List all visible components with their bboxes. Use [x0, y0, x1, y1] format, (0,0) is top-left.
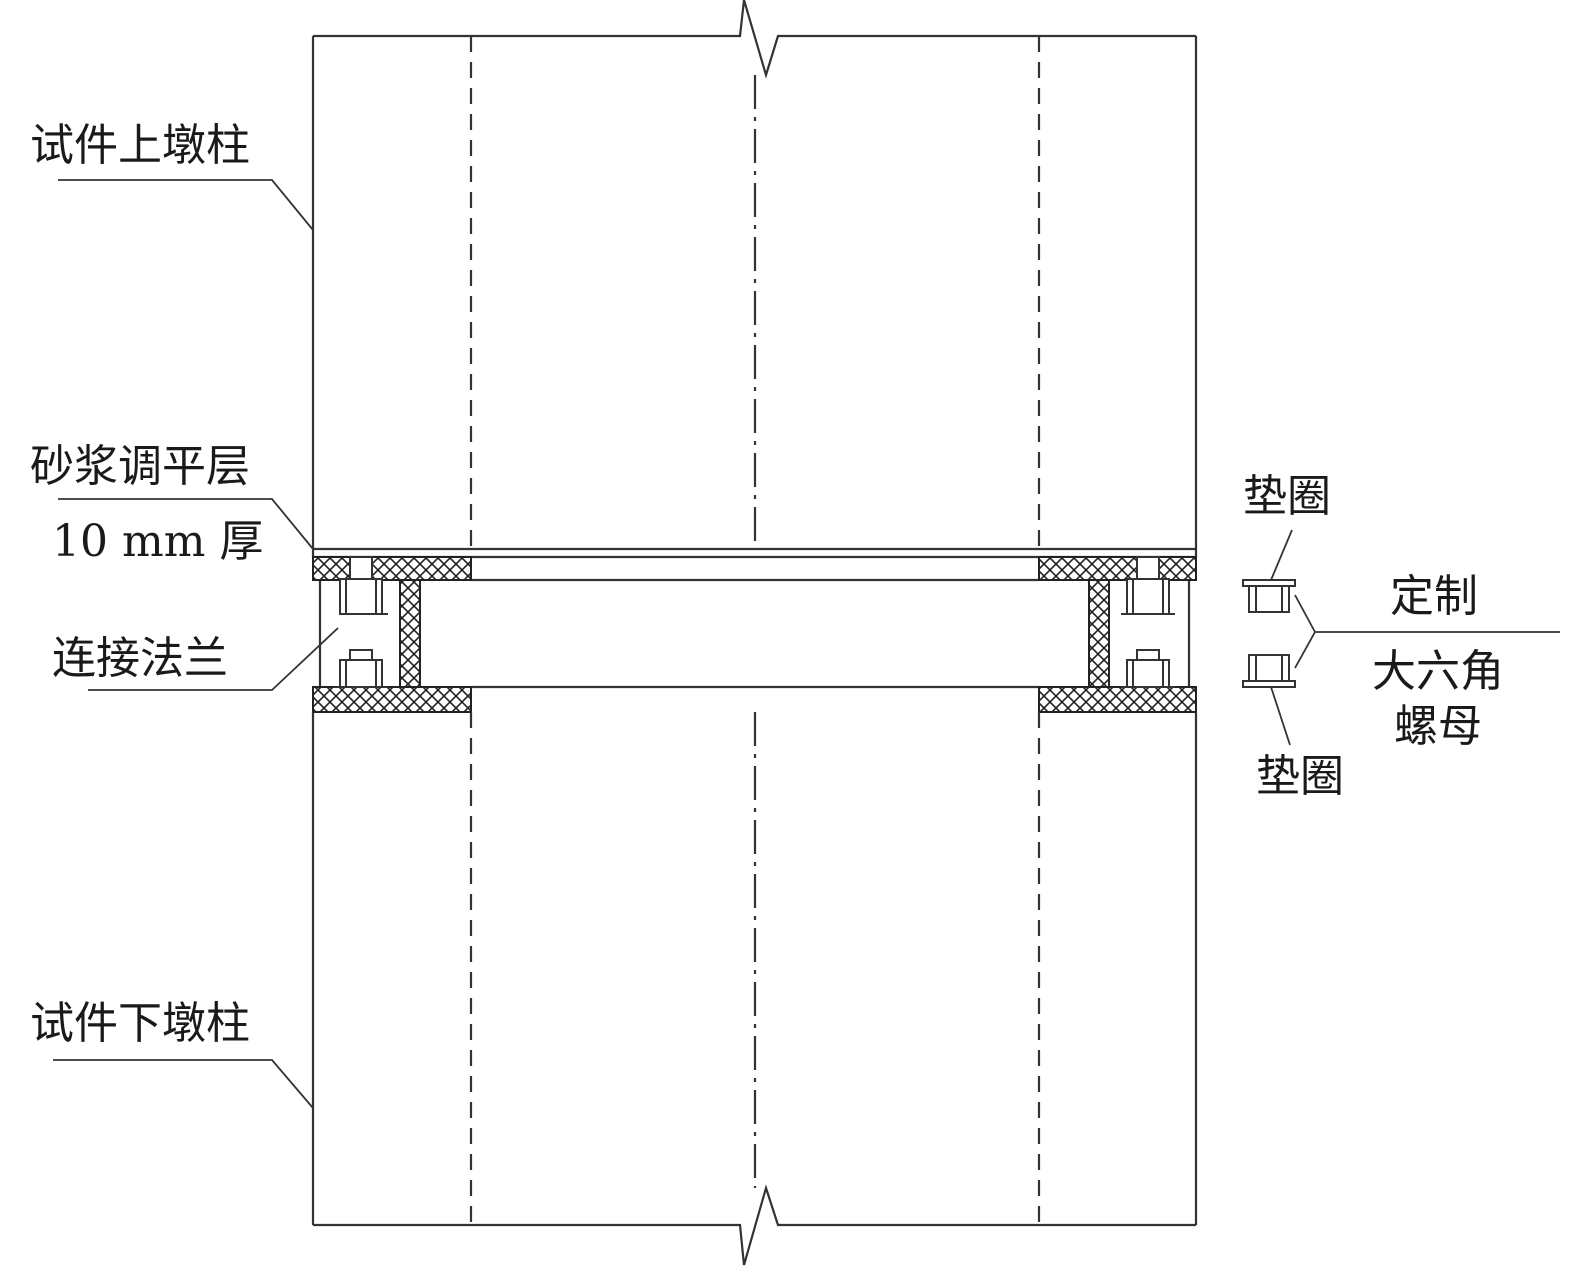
detail-washer-nut-bottom	[1243, 655, 1295, 687]
bolt-right-top	[1121, 557, 1175, 614]
bolt-left-bottom	[334, 650, 388, 687]
leader-lower-pier	[53, 1060, 313, 1108]
flange-top-plate-right	[1039, 557, 1196, 580]
label-flange: 连接法兰	[52, 633, 228, 684]
lower-pier	[313, 712, 1196, 1265]
leader-washer-bottom	[1271, 687, 1290, 745]
label-washer-bottom: 垫圈	[1256, 751, 1344, 802]
label-nut-line1: 大六角	[1372, 646, 1504, 697]
leader-washer-top	[1271, 530, 1292, 580]
flange-bottom-plate-left	[313, 687, 471, 712]
flange-web-left	[400, 580, 420, 687]
detail-washer-nut-top	[1243, 580, 1295, 612]
leader-nut-bottom	[1295, 632, 1315, 668]
lower-pier-bottom-break-line	[313, 1188, 1196, 1265]
leader-mortar-layer	[58, 499, 313, 549]
flange-web-right	[1089, 580, 1109, 687]
label-upper-pier: 试件上墩柱	[30, 120, 250, 171]
connection-flange	[320, 580, 1189, 687]
leader-upper-pier	[58, 180, 313, 230]
label-washer-top: 垫圈	[1243, 471, 1331, 522]
mortar-layer	[313, 549, 1196, 557]
label-lower-pier: 试件下墩柱	[30, 998, 250, 1049]
bolt-left-top	[340, 557, 388, 614]
leader-nut-top	[1295, 595, 1315, 632]
label-custom: 定制	[1390, 571, 1478, 622]
flange-bottom-plate-right	[1039, 687, 1196, 712]
bolt-right-bottom	[1121, 650, 1175, 687]
label-mortar-thickness: 10 mm 厚	[52, 516, 264, 567]
label-mortar-layer: 砂浆调平层	[30, 441, 250, 492]
label-nut-line2: 螺母	[1394, 701, 1482, 752]
leader-flange	[88, 628, 338, 690]
nut-washer-detail	[1243, 580, 1295, 687]
upper-pier-top-break-line	[313, 0, 1196, 75]
upper-pier	[313, 0, 1196, 549]
flange-top-plate-left	[313, 557, 471, 580]
